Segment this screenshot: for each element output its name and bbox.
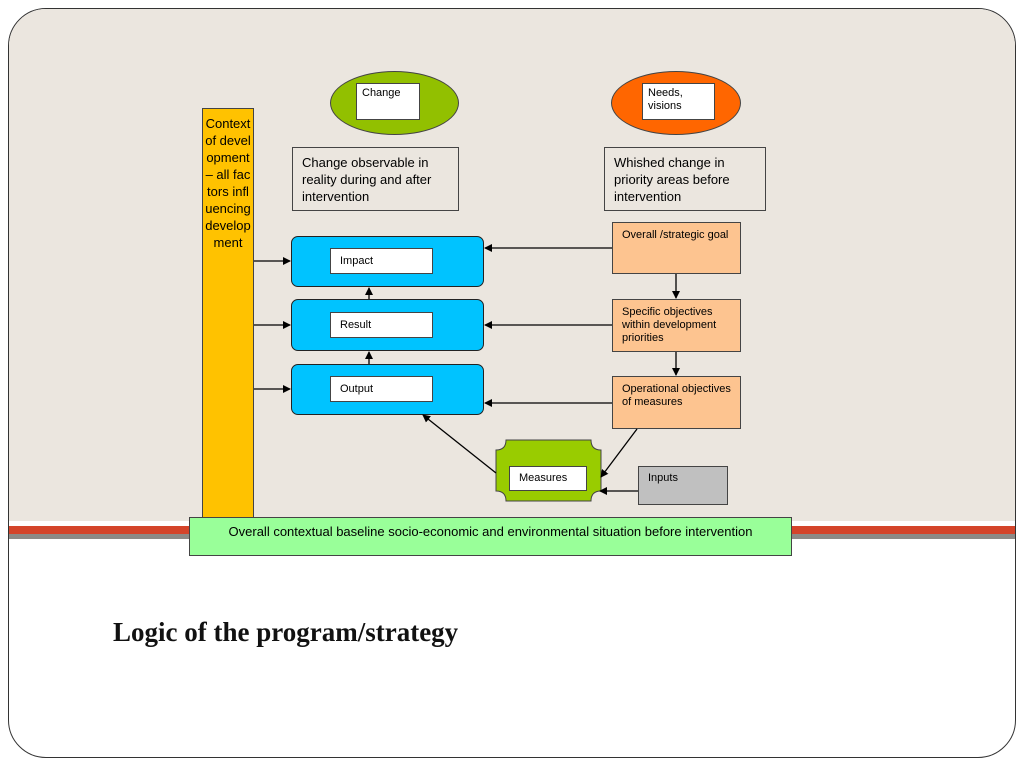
diagram-background [9, 9, 1015, 521]
inputs-box: Inputs [638, 466, 728, 505]
impact-label: Impact [330, 248, 433, 274]
impact-box [291, 236, 484, 287]
needs-description: Whished change in priority areas before … [604, 147, 766, 211]
context-box: Context of development– all factors infl… [202, 108, 254, 520]
operational-objectives-box: Operational objectives of measures [612, 376, 741, 429]
change-label: Change [356, 83, 420, 120]
change-description: Change observable in reality during and … [292, 147, 459, 211]
measures-label: Measures [509, 466, 587, 491]
overall-goal-box: Overall /strategic goal [612, 222, 741, 274]
specific-objectives-box: Specific objectives within development p… [612, 299, 741, 352]
arrow-operational-measures [600, 428, 638, 478]
result-label: Result [330, 312, 433, 338]
needs-label: Needs, visions [642, 83, 715, 120]
baseline-box: Overall contextual baseline socio-econom… [189, 517, 792, 556]
slide-frame [8, 8, 1016, 758]
arrow-measures-output [422, 414, 497, 474]
output-label: Output [330, 376, 433, 402]
slide-title: Logic of the program/strategy [113, 617, 459, 647]
